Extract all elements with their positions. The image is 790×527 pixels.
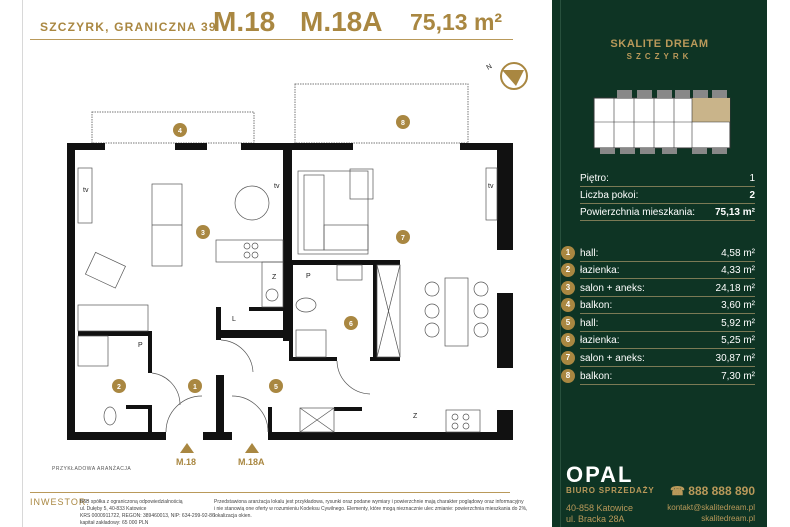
- room-marker-2: 2: [112, 379, 126, 393]
- svg-text:7: 7: [401, 235, 405, 242]
- disclaimer: Przedstawiona aranżacja lokalu jest przy…: [214, 499, 528, 519]
- svg-text:N: N: [486, 63, 494, 72]
- phone-icon: ☎: [669, 484, 689, 498]
- footer-divider: [30, 492, 510, 493]
- header-divider: [30, 39, 513, 40]
- office-street: ul. Bracka 28A: [566, 514, 625, 524]
- info-rooms: Liczba pokoi:2: [580, 187, 755, 204]
- room-marker-3: 3: [196, 225, 210, 239]
- investor-label: INWESTOR:: [30, 497, 90, 507]
- page-border: [22, 0, 23, 527]
- total-area: 75,13 m²: [410, 9, 503, 35]
- email-link[interactable]: kontakt@skalitedream.pl: [667, 503, 755, 512]
- room-marker-8: 8: [396, 115, 410, 129]
- svg-text:3: 3: [201, 230, 205, 237]
- phone-link[interactable]: ☎ 888 888 890: [669, 484, 755, 498]
- info-panel: SKALITE DREAM SZCZYRK Piętro:1 Liczba po…: [552, 0, 767, 527]
- entrance-arrow-icon: [180, 443, 194, 453]
- fridge-label: Z: [272, 274, 277, 281]
- compass-icon: N: [486, 62, 528, 90]
- info-area: Powierzchnia mieszkania:75,13 m²: [580, 204, 755, 221]
- furniture: [77, 167, 498, 433]
- washer-label: P: [138, 342, 143, 349]
- investor-details: B6B spółka z ograniczoną odpowiedzialnoś…: [80, 499, 215, 526]
- unit-m18a: M.18A: [300, 6, 383, 37]
- svg-text:2: 2: [117, 384, 121, 391]
- room-marker-6: 6: [344, 316, 358, 330]
- entrance-label-m18: M.18: [176, 457, 197, 467]
- room-marker-5: 5: [269, 379, 283, 393]
- room-marker-1: 1: [188, 379, 202, 393]
- balconies: [91, 83, 469, 144]
- svg-text:6: 6: [349, 321, 353, 328]
- tv-label: tv: [488, 183, 494, 190]
- arrangement-caption: PRZYKŁADOWA ARANŻACJA: [52, 466, 132, 472]
- fridge-label: Z: [413, 413, 418, 420]
- svg-text:1: 1: [193, 384, 197, 391]
- svg-text:5: 5: [274, 384, 278, 391]
- entrance-arrow-icon: [245, 443, 259, 453]
- washer-label: P: [306, 273, 311, 280]
- fridge-l-label: L: [232, 316, 236, 323]
- address: SZCZYRK, GRANICZNA 39: [40, 20, 217, 34]
- unit-m18: M.18: [213, 6, 276, 37]
- opal-logo: OPAL: [566, 462, 634, 487]
- office-city: 40-858 Katowice: [566, 503, 634, 513]
- brand-subtitle: SZCZYRK: [626, 52, 693, 61]
- sales-office-label: BIURO SPRZEDAŻY: [566, 486, 655, 495]
- svg-text:4: 4: [178, 128, 182, 135]
- svg-text:8: 8: [401, 120, 405, 127]
- walls: [67, 143, 513, 440]
- floor-plan: N: [67, 62, 528, 453]
- building-key-plan: [593, 90, 731, 154]
- room-marker-7: 7: [396, 230, 410, 244]
- tv-label: tv: [274, 183, 280, 190]
- website-link[interactable]: skalitedream.pl: [701, 514, 755, 523]
- entrance-label-m18a: M.18A: [238, 457, 265, 467]
- tv-label: tv: [83, 187, 89, 194]
- brand-logo: SKALITE DREAM: [610, 38, 709, 50]
- room-marker-4: 4: [173, 123, 187, 137]
- info-floor: Piętro:1: [580, 170, 755, 187]
